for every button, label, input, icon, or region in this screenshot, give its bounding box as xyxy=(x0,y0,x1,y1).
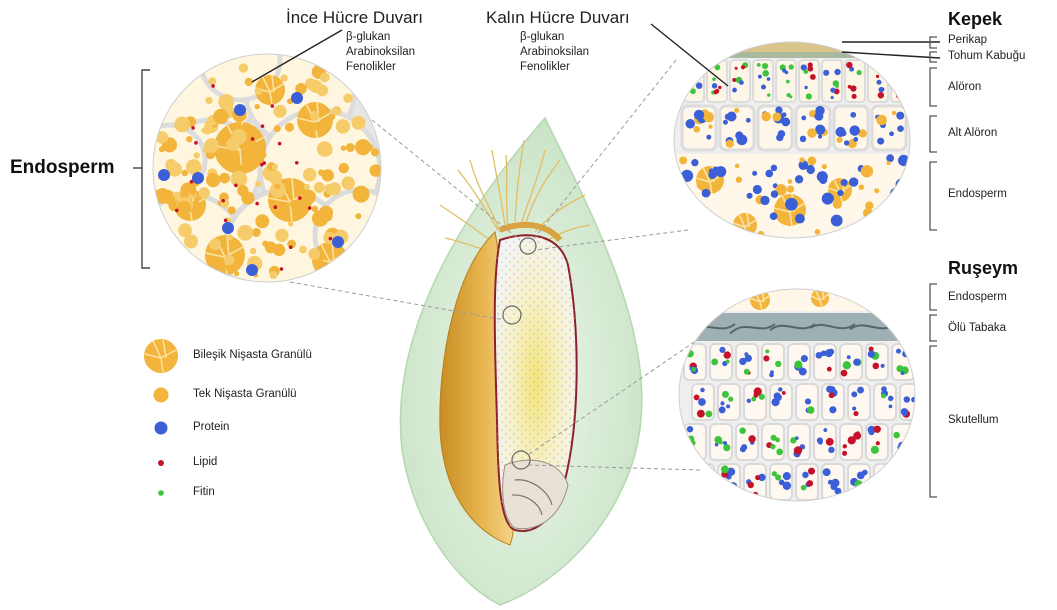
legend-label-single-starch: Tek Nişasta Granülü xyxy=(193,388,297,400)
lipid-icon xyxy=(158,460,164,466)
thin-wall-components: β-glukan Arabinoksilan Fenolikler xyxy=(346,30,415,75)
germ-layer-endosperm: Endosperm xyxy=(948,291,1007,303)
thick-wall-line: β-glukan xyxy=(520,30,589,45)
legend-icons xyxy=(144,339,178,496)
legend-label-compound-starch: Bileşik Nişasta Granülü xyxy=(193,349,312,361)
thin-wall-line: Arabinoksilan xyxy=(346,45,415,60)
phytin-icon xyxy=(158,490,164,496)
bran-detail-circle xyxy=(674,42,911,244)
legend-label-phytin: Fitin xyxy=(193,486,215,498)
thin-wall-line: β-glukan xyxy=(346,30,415,45)
thick-wall-line: Arabinoksilan xyxy=(520,45,589,60)
bran-brackets xyxy=(930,37,937,230)
germ-layer-scutellum: Skutellum xyxy=(948,414,999,426)
compound-starch-granule-icon xyxy=(144,339,178,373)
germ-brackets xyxy=(930,284,937,497)
thick-wall-line: Fenolikler xyxy=(520,60,589,75)
legend-label-protein: Protein xyxy=(193,421,229,433)
endosperm-section-title: Endosperm xyxy=(10,157,115,179)
germ-layer-dead-layer: Ölü Tabaka xyxy=(948,322,1006,334)
bran-layer-endosperm: Endosperm xyxy=(948,188,1007,200)
bran-section-title: Kepek xyxy=(948,9,1002,30)
thick-wall-title: Kalın Hücre Duvarı xyxy=(486,8,630,28)
legend-label-lipid: Lipid xyxy=(193,456,217,468)
bran-layer-subaleurone: Alt Alöron xyxy=(948,127,997,139)
thin-wall-title: İnce Hücre Duvarı xyxy=(286,8,423,28)
bran-layer-pericarp: Perikap xyxy=(948,34,987,46)
single-starch-granule-icon xyxy=(154,388,169,403)
bran-layer-seed-coat: Tohum Kabuğu xyxy=(948,50,1025,62)
germ-detail-circle xyxy=(679,289,935,501)
endosperm-bracket xyxy=(142,70,150,268)
thin-wall-line: Fenolikler xyxy=(346,60,415,75)
bran-layer-aleurone: Alöron xyxy=(948,81,981,93)
thick-wall-components: β-glukan Arabinoksilan Fenolikler xyxy=(520,30,589,75)
protein-icon xyxy=(155,422,168,435)
germ-section-title: Ruşeym xyxy=(948,258,1018,279)
grain-illustration xyxy=(400,118,641,605)
